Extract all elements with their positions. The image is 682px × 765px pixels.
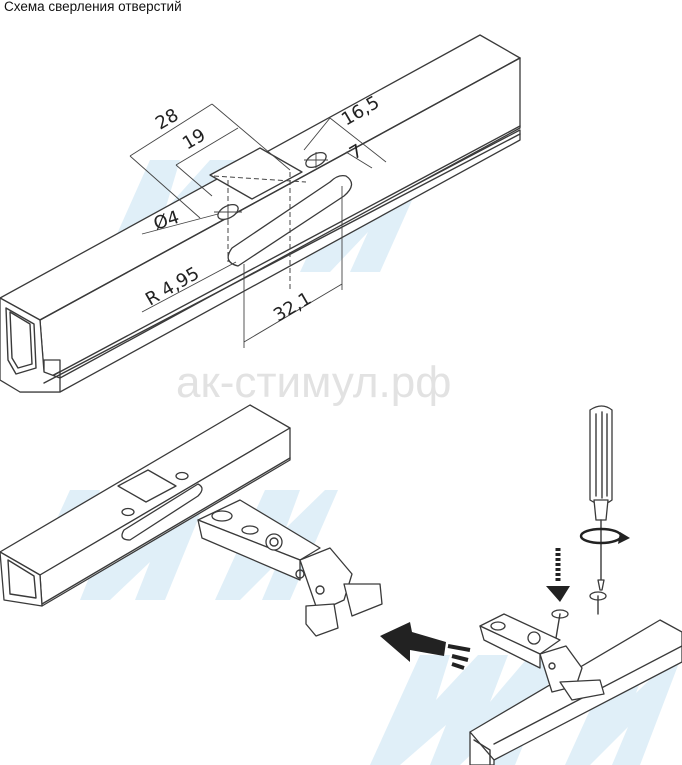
screw-icon: [551, 591, 607, 639]
down-arrow-icon: [546, 548, 570, 602]
rotation-arrow-icon: [579, 527, 630, 545]
profile-bottom-left: [0, 404, 291, 607]
page-title: Схема сверления отверстий: [4, 0, 182, 14]
dim-32-1: 32,1: [270, 288, 315, 326]
watermark-site: ак-стимул.рф: [176, 358, 451, 407]
dimension-lines: [129, 103, 387, 348]
dim-28: 28: [152, 105, 182, 135]
profile-top: [0, 34, 521, 393]
profile-bottom-right: [469, 613, 682, 765]
hinge-left: [197, 499, 383, 637]
screwdriver-icon: [589, 405, 613, 591]
insert-arrow-icon: [380, 622, 471, 670]
dim-19: 19: [179, 125, 209, 155]
